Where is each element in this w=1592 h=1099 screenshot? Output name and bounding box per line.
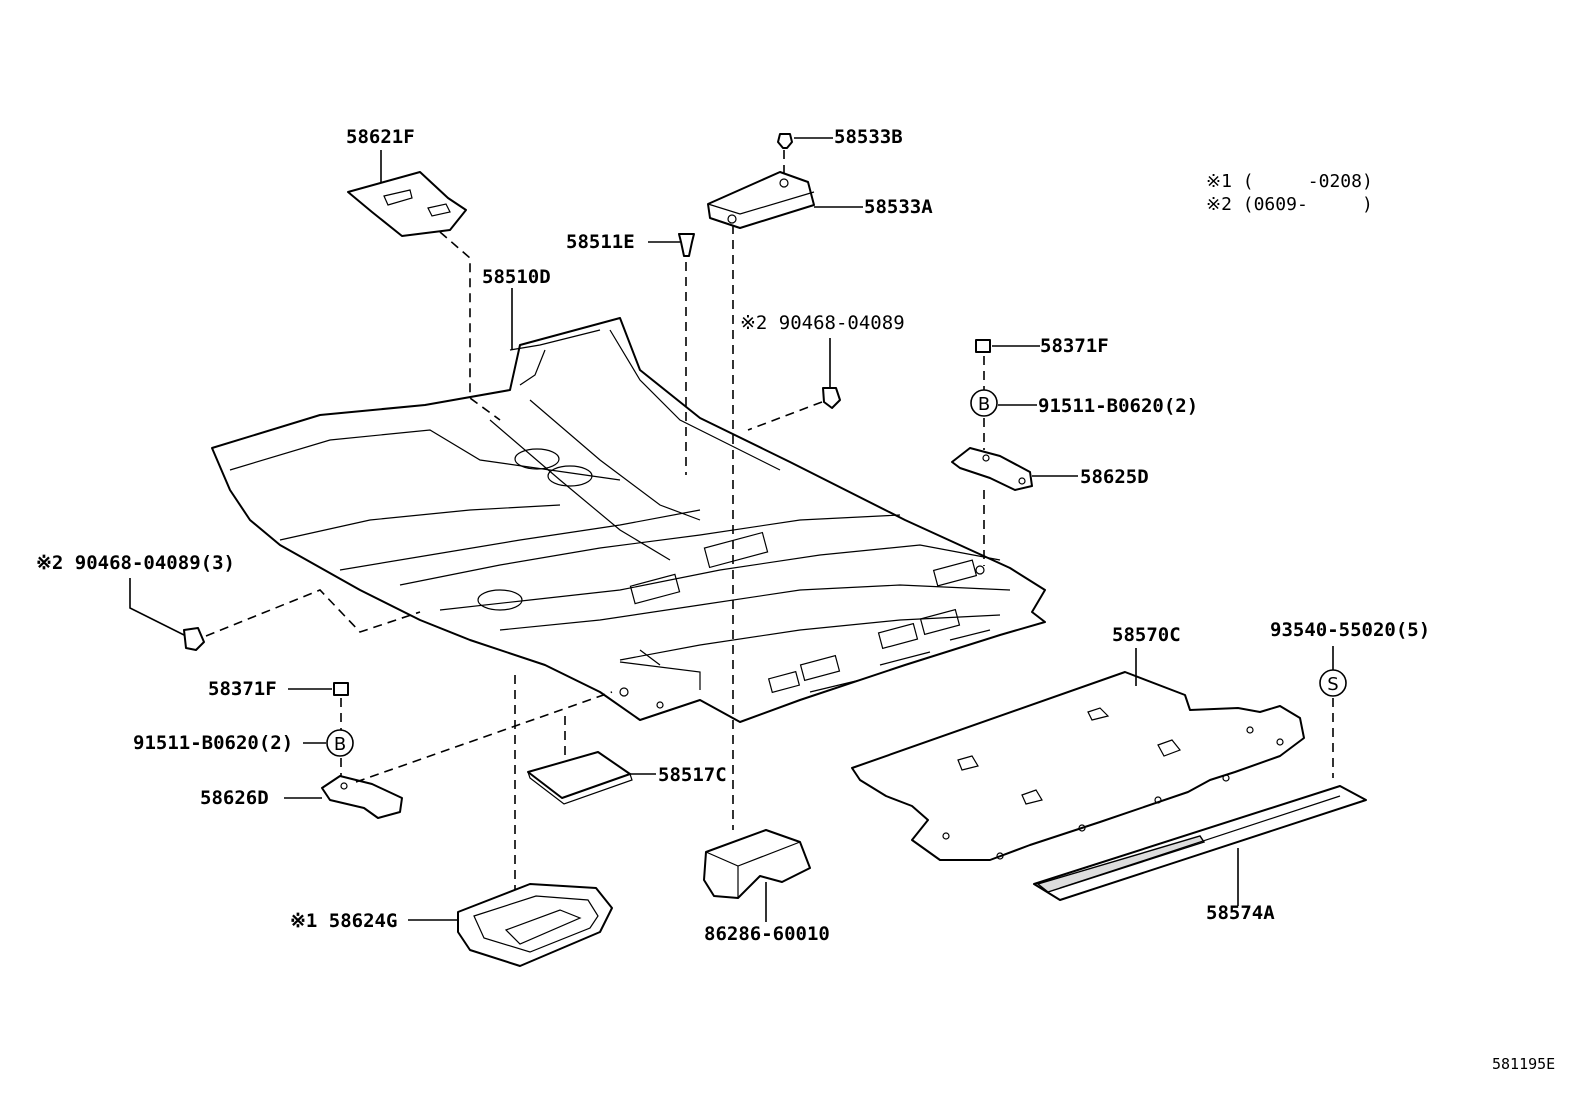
label-58517C: 58517C [658,764,727,786]
tray-58624G-part [408,883,613,967]
bolt-marker-right: B [970,389,1037,417]
clip-58371F-right-part [975,339,1040,353]
pin-58511E-part [648,233,695,257]
bolt-marker-left: B [303,729,354,757]
diagram-code: 581195E [1492,1055,1556,1073]
bolt-marker-right-text: B [978,394,990,415]
note-line-1: ※1 ( -0208) [1206,171,1373,192]
pad-58517C-part [527,751,656,805]
label-91511-left: 91511-B0620(2) [133,732,294,754]
label-58570C: 58570C [1112,624,1181,646]
screw-marker-s: S [1319,646,1347,697]
label-86286: 86286-60010 [704,923,830,945]
panel-58570C-part [851,648,1305,861]
note-line-2: ※2 (0609- ) [1206,194,1373,215]
clip-90468-left-part [129,578,205,651]
label-58533B: 58533B [834,126,903,148]
scuff-plate-58574A-part [1033,785,1367,906]
label-58624G: ※1 58624G [290,910,398,932]
label-90468-top: ※2 90468-04089 [740,312,905,334]
bracket-58625D-part [951,447,1078,491]
label-58371F-right: 58371F [1040,335,1109,357]
label-58511E: 58511E [566,231,635,253]
label-58574A: 58574A [1206,902,1275,924]
label-90468-left: ※2 90468-04089(3) [36,552,235,574]
label-58626D: 58626D [200,787,269,809]
label-58625D: 58625D [1080,466,1149,488]
clip-58533B-part [777,133,833,149]
pad-58621F-part [347,150,467,237]
label-58621F: 58621F [346,126,415,148]
block-86286-part [703,829,811,922]
clip-58371F-left-part [288,682,349,696]
bolt-marker-left-text: B [334,734,346,755]
label-93540: 93540-55020(5) [1270,619,1431,641]
clip-90468-top-part [822,338,841,409]
block-58533A-part [707,171,863,229]
label-58510D: 58510D [482,266,551,288]
label-58371F-left: 58371F [208,678,277,700]
bracket-58626D-part [284,775,403,819]
label-58533A: 58533A [864,196,933,218]
label-91511-right: 91511-B0620(2) [1038,395,1199,417]
floor-carpet-part [211,317,1046,723]
screw-marker-s-text: S [1327,674,1338,695]
